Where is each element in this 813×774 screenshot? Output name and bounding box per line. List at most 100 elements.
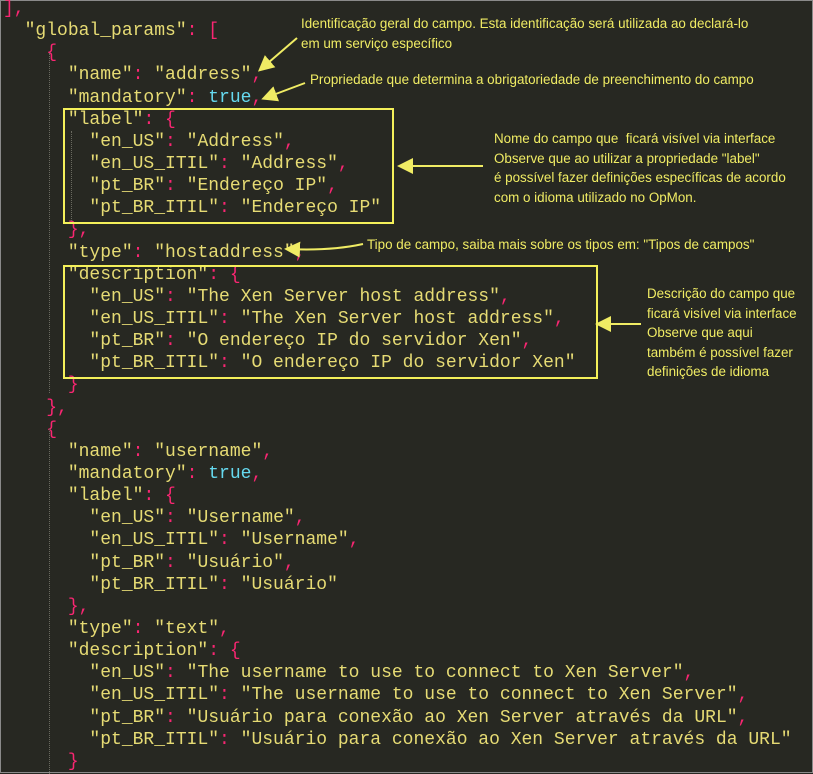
key-token: "en_US_ITIL" (89, 530, 220, 551)
code-line: "description": { (3, 640, 792, 662)
code-line: }, (3, 596, 792, 618)
punctuation-token: : (219, 353, 241, 374)
code-line: "mandatory": true, (3, 463, 792, 485)
punctuation-token: }, (67, 596, 90, 617)
key-token: "pt_BR_ITIL" (89, 353, 220, 374)
key-token: "description" (67, 264, 209, 285)
code-line: "label": { (3, 485, 792, 507)
punctuation-token: , (262, 441, 274, 462)
arrow-name (257, 37, 298, 72)
code-line: "name": "username", (3, 441, 792, 463)
key-token: "label" (67, 486, 144, 507)
punctuation-token: : (208, 264, 230, 285)
code-line: "en_US_ITIL": "The Xen Server host addre… (3, 308, 792, 330)
key-token: "description" (67, 641, 209, 662)
punctuation-token: : (165, 663, 187, 684)
punctuation-token: : (132, 65, 155, 86)
string-token: "username" (154, 441, 263, 462)
key-token: "en_US_ITIL" (89, 685, 220, 706)
string-token: "Usuário" (186, 552, 284, 573)
punctuation-token: , (283, 131, 295, 152)
punctuation-token: } (67, 375, 79, 396)
punctuation-token: : (219, 729, 241, 750)
punctuation-token: : (219, 530, 241, 551)
punctuation-token: , (521, 331, 533, 352)
label-highlight-box (63, 108, 394, 224)
code-line: "pt_BR": "Endereço IP", (3, 175, 792, 197)
key-token: "type" (67, 242, 133, 263)
indent-guide (49, 429, 50, 774)
punctuation-token: , (499, 286, 511, 307)
punctuation-token: , (337, 153, 349, 174)
string-token: "Endereço IP" (186, 176, 328, 197)
string-token: "O endereço IP do servidor Xen" (240, 353, 576, 374)
key-token: "en_US_ITIL" (89, 153, 220, 174)
boolean-token: true (208, 87, 252, 108)
mandatory-annotation: Propriedade que determina a obrigatoried… (310, 72, 754, 87)
punctuation-token: : (132, 441, 155, 462)
code-line: }, (3, 397, 792, 419)
code-line: }, (3, 219, 792, 241)
code-line: "en_US_ITIL": "Address", (3, 153, 792, 175)
string-token: "hostaddress" (154, 242, 295, 263)
punctuation-token: : (219, 153, 241, 174)
key-token: "name" (67, 441, 133, 462)
string-token: "Username" (240, 530, 349, 551)
key-token: "en_US_ITIL" (89, 308, 220, 329)
punctuation-token: { (46, 419, 58, 440)
punctuation-token: }, (67, 220, 90, 241)
punctuation-token: : (219, 685, 241, 706)
code-line: "en_US": "Username", (3, 507, 792, 529)
code-line: "name": "address", (3, 64, 792, 86)
code-line: "en_US": "The Xen Server host address", (3, 286, 792, 308)
string-token: "The Xen Server host address" (240, 308, 554, 329)
name-annotation: Identificação geral do campo. Esta ident… (301, 16, 749, 51)
punctuation-token: , (348, 530, 360, 551)
code-line: "pt_BR_ITIL": "Usuário" (3, 574, 792, 596)
punctuation-token: { (165, 109, 176, 130)
code-line: "pt_BR_ITIL": "O endereço IP do servidor… (3, 352, 792, 374)
string-token: "The username to use to connect to Xen S… (186, 663, 684, 684)
key-token: "pt_BR" (89, 176, 166, 197)
key-token: "mandatory" (67, 463, 187, 484)
punctuation-token: : (143, 486, 166, 507)
punctuation-token: { (229, 264, 241, 285)
code-line: "pt_BR_ITIL": "Endereço IP" (3, 197, 792, 219)
key-token: "en_US" (89, 286, 166, 307)
punctuation-token: , (219, 618, 230, 639)
code-line: "pt_BR": "O endereço IP do servidor Xen"… (3, 330, 792, 352)
punctuation-token: : (186, 463, 209, 484)
key-token: "global_params" (24, 21, 187, 42)
punctuation-token: : (165, 707, 187, 728)
string-token: "Address" (240, 153, 338, 174)
description-annotation: Descrição do campo que ficará visível vi… (647, 286, 797, 379)
punctuation-token: : (132, 242, 155, 263)
key-token: "en_US" (89, 508, 166, 529)
punctuation-token: }, (46, 397, 68, 418)
key-token: "name" (67, 65, 133, 86)
json-code-editor[interactable]: ], "global_params": [ { "name": "address… (3, 0, 792, 773)
string-token: "O endereço IP do servidor Xen" (186, 331, 522, 352)
code-line: { (3, 42, 792, 64)
key-token: "pt_BR_ITIL" (89, 574, 220, 595)
punctuation-token: : (186, 21, 209, 42)
punctuation-token: { (165, 486, 176, 507)
punctuation-token: , (683, 663, 695, 684)
punctuation-token: ], (3, 0, 25, 19)
punctuation-token: , (294, 508, 306, 529)
punctuation-token: : (219, 308, 241, 329)
key-token: "pt_BR" (89, 331, 166, 352)
punctuation-token: : (219, 198, 241, 219)
punctuation-token: : (132, 618, 155, 639)
string-token: "address" (154, 65, 252, 86)
punctuation-token: : (165, 286, 187, 307)
punctuation-token: , (737, 707, 749, 728)
code-line: "en_US": "The username to use to connect… (3, 662, 792, 684)
code-line: "en_US_ITIL": "Username", (3, 529, 792, 551)
string-token: "Usuário" (240, 574, 338, 595)
punctuation-token: : (208, 641, 230, 662)
string-token: "Usuário para conexão ao Xen Server atra… (240, 729, 792, 750)
code-line: "mandatory": true, (3, 87, 792, 109)
key-token: "mandatory" (67, 87, 187, 108)
punctuation-token: : (186, 87, 209, 108)
